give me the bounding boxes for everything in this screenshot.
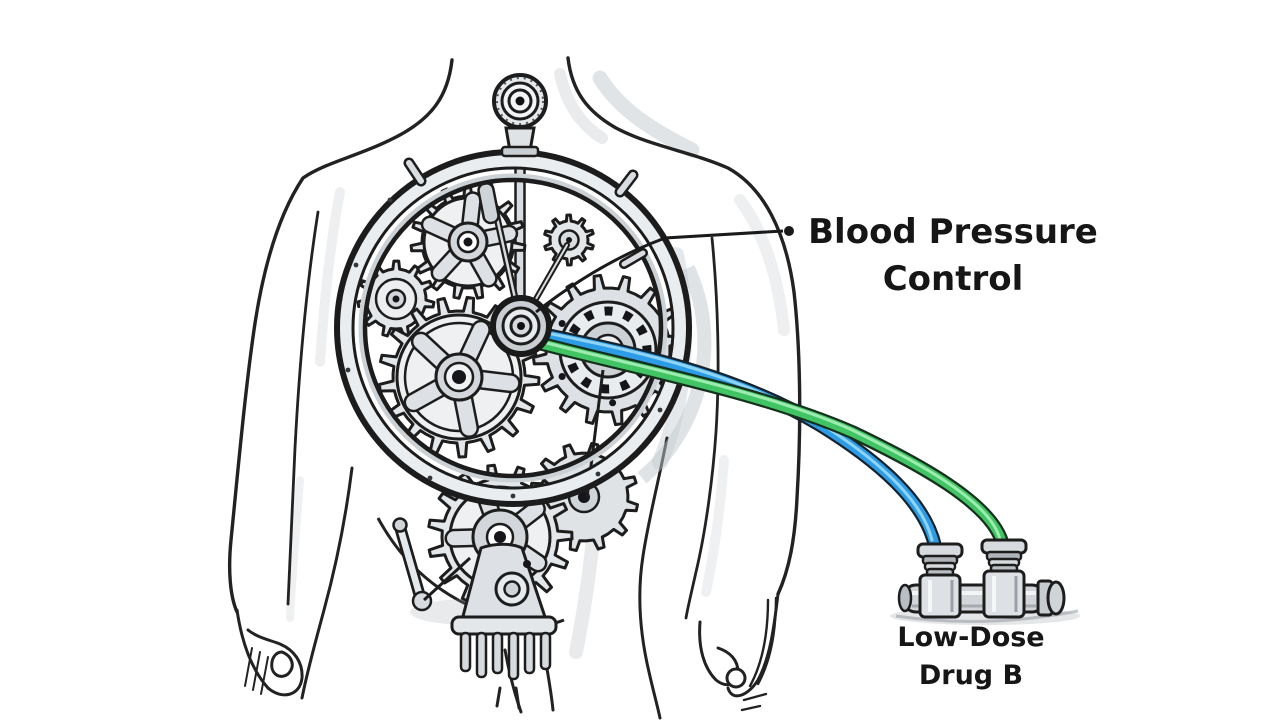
left-inner-arm	[286, 210, 320, 606]
callout-line	[535, 226, 794, 314]
valve-assembly	[890, 538, 1080, 625]
clock-center-hub	[490, 295, 552, 357]
gear-center-large	[377, 295, 541, 459]
callout-dot	[784, 226, 794, 236]
valve-fitting-blue	[916, 542, 964, 619]
human-torso-outline	[227, 56, 802, 720]
cylinder-end-cap	[1046, 580, 1066, 616]
left-hand	[235, 608, 304, 697]
drug-label-line2: Drug B	[919, 660, 1023, 691]
left-torso-edge	[300, 466, 354, 700]
bezel-pins	[403, 157, 648, 269]
drug-tubes	[520, 324, 1010, 553]
right-inner-arm	[684, 236, 720, 620]
bezel-screws	[345, 197, 663, 499]
comb-rack	[459, 631, 552, 681]
left-neck-shoulder-arm	[227, 58, 454, 614]
green-tube-highlight	[525, 336, 1002, 542]
drug-label-line1: Low-Dose	[897, 622, 1044, 653]
right-neck-shoulder-arm	[566, 56, 802, 596]
piston-bracket	[450, 542, 558, 710]
blood-pressure-label-line1: Blood Pressure	[808, 212, 1098, 252]
winding-crown	[492, 73, 548, 158]
piston-rod	[392, 517, 433, 612]
blood-pressure-label-line2: Control	[883, 259, 1024, 299]
valve-fitting-green	[980, 538, 1028, 619]
gear-small-top	[543, 213, 595, 267]
right-hand	[698, 592, 780, 712]
labels: Blood Pressure Control Low-Dose Drug B	[808, 212, 1098, 691]
right-torso-edge	[638, 436, 669, 720]
lower-gear-assembly	[376, 442, 639, 710]
clock-bezel	[334, 73, 712, 507]
